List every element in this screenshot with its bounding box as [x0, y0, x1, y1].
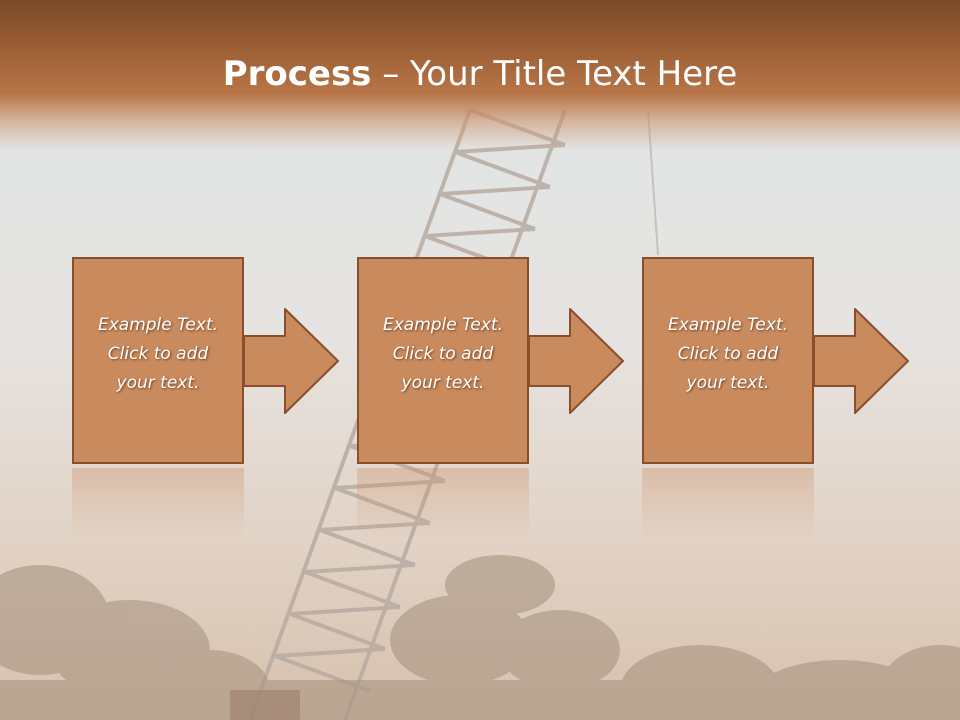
slide-title[interactable]: Process – Your Title Text Here	[0, 52, 960, 96]
step-2-box[interactable]: Example Text. Click to add your text.	[357, 257, 529, 464]
slide-title-rest: – Your Title Text Here	[371, 54, 738, 94]
step-1-box[interactable]: Example Text. Click to add your text.	[72, 257, 244, 464]
tree-canopy-icon	[0, 555, 960, 720]
step-1-text[interactable]: Example Text. Click to add your text.	[97, 315, 219, 393]
step-2-text[interactable]: Example Text. Click to add your text.	[382, 315, 504, 393]
step-3-text[interactable]: Example Text. Click to add your text.	[667, 315, 789, 393]
shape-reflections	[72, 468, 814, 538]
slide-title-bold: Process	[222, 54, 372, 94]
title-bar: Process – Your Title Text Here	[0, 0, 960, 150]
step-3-box[interactable]: Example Text. Click to add your text.	[642, 257, 814, 464]
